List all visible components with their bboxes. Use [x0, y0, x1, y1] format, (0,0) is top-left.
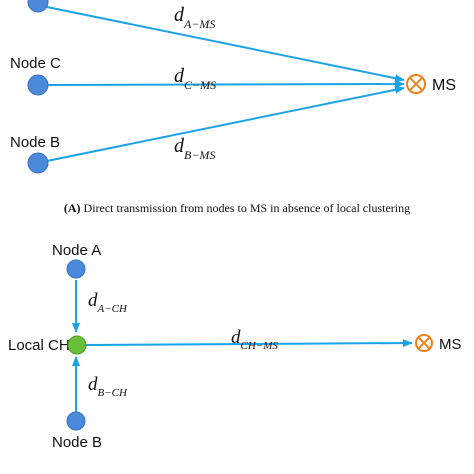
dist-a-ms: dA−MS [174, 4, 215, 31]
node-b-label: Node B [52, 434, 102, 451]
ms-label: MS [439, 336, 462, 353]
ms-label: MS [432, 77, 456, 94]
node-b-label: Node B [10, 134, 60, 151]
node-c-dot [27, 74, 49, 96]
ms-icon [406, 74, 426, 94]
node-a-dot [66, 259, 86, 279]
node-a-label: Node A [52, 242, 101, 259]
dist-ch-ms: dCH−MS [231, 327, 278, 352]
dist-b-ch: dB−CH [88, 374, 128, 399]
dist-b-ms: dB−MS [174, 135, 215, 162]
local-ch-label: Local CH [8, 337, 70, 354]
link-c-ms [41, 80, 405, 89]
node-c-label: Node C [10, 55, 61, 72]
link-ch-ms [85, 339, 413, 348]
node-b-dot [66, 411, 86, 431]
panel-b: Node A Local CH Node B MS dA−CH dCH−MS d… [8, 242, 462, 451]
local-ch-dot [67, 335, 87, 355]
caption-a: (A) Direct transmission from nodes to MS… [64, 201, 410, 215]
panel-a: Node C Node B MS dA−MS dC−MS dB−MS (A) D… [10, 0, 456, 215]
ms-icon [415, 334, 433, 352]
link-a-ms [41, 5, 405, 83]
dist-a-ch: dA−CH [88, 290, 128, 315]
node-b-dot [27, 152, 49, 174]
link-b-ms [41, 85, 405, 163]
node-a-dot [27, 0, 49, 13]
dist-c-ms: dC−MS [174, 65, 216, 92]
